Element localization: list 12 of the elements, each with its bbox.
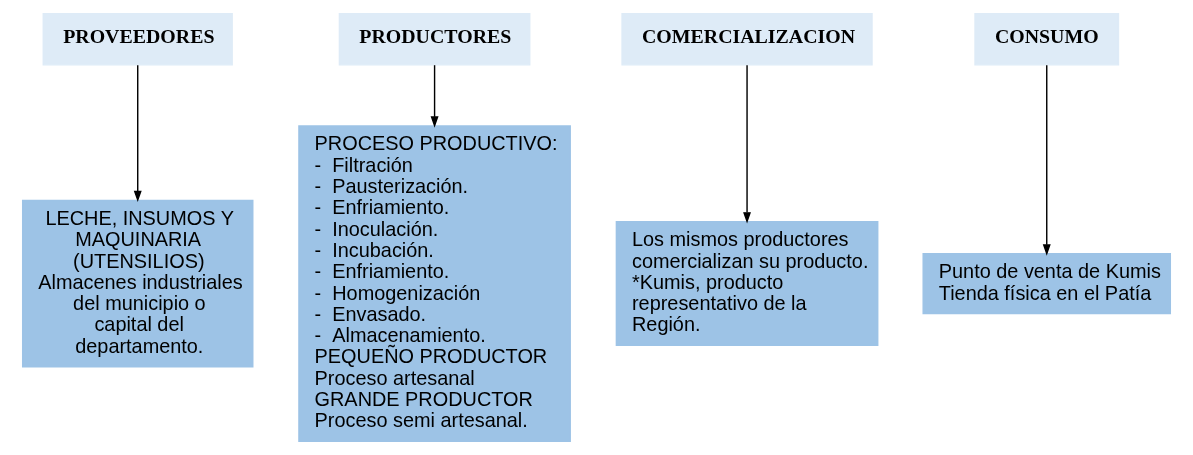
node-box: Los mismos productores comercializan su producto. *Kumis, producto representativo de la Región. — [615, 221, 879, 347]
node-box: PROVEEDORES — [42, 13, 233, 66]
node-box: LECHE, INSUMOS Y MAQUINARIA (UTENSILIOS) Almacenes industriales del municipio o capital del departamento. — [21, 199, 254, 368]
node-box: PRODUCTORES — [338, 13, 531, 66]
node-box: Punto de venta de Kumis Tienda física en el Patía — [922, 253, 1172, 315]
arrow — [133, 64, 142, 203]
arrow — [1042, 64, 1051, 256]
node-box: COMERCIALIZACION — [621, 13, 873, 66]
arrow — [743, 64, 752, 224]
node-box: CONSUMO — [974, 13, 1120, 66]
arrow — [430, 64, 439, 128]
node-box: PROCESO PRODUCTIVO: - Filtración - Pausterización. - Enfriamiento. - Inoculación. - Incubación. - Enfriamiento. - Homogenización - Envasado. - Almacenamiento. PEQUEÑO PRODUCTOR Proceso artesanal GRANDE PRODUCTOR Proceso semi artesanal. — [298, 125, 571, 442]
